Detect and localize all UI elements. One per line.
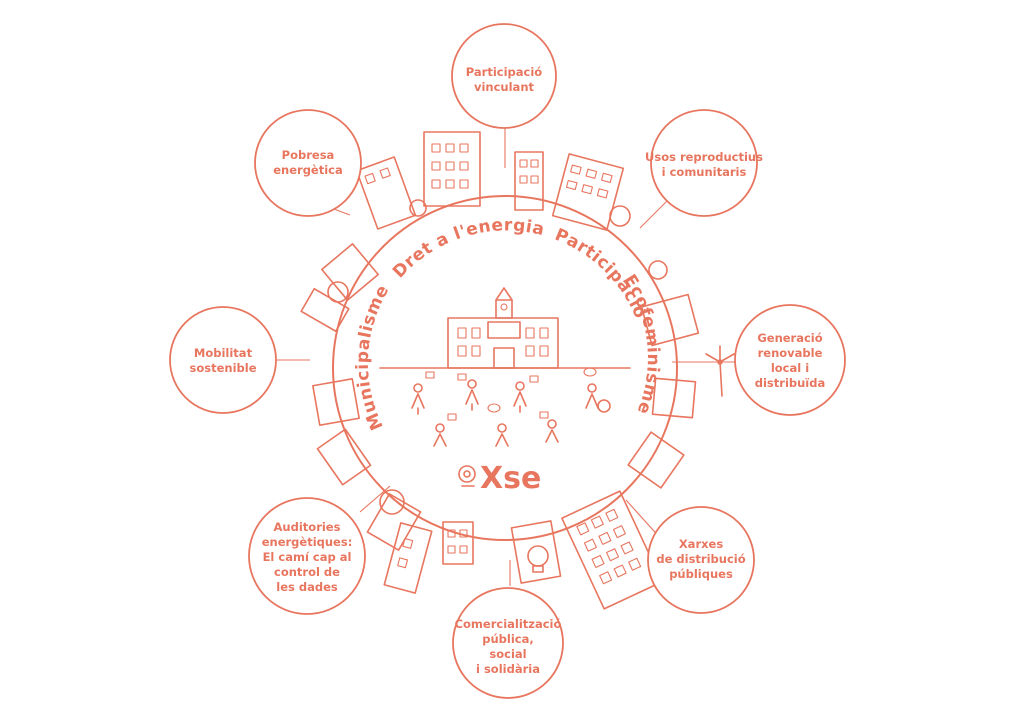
wind-turbine-icon	[705, 345, 735, 397]
bubble-comercialitzacio-line3: social	[489, 647, 526, 661]
bubble-xarxes: Xarxes de distribució públiques	[647, 506, 755, 614]
bubble-usos-reproductius: Usos reproductius i comunitaris	[645, 109, 763, 217]
bubble-auditories-line4: control de	[274, 565, 340, 579]
bubble-auditories-line5: les dades	[276, 580, 338, 594]
building-left-3	[312, 378, 360, 426]
bubble-participacio-vinculant-line2: vinculant	[474, 80, 535, 94]
ring-label-dret: Dret a l'energia	[389, 215, 546, 282]
bubble-auditories: Auditories energètiques: El camí cap al …	[248, 497, 366, 615]
building-right-2	[651, 377, 697, 419]
building-top-2	[423, 131, 481, 207]
bubble-xarxes-line1: Xarxes	[679, 537, 724, 551]
building-top-3	[514, 151, 544, 211]
bubble-generacio-line1: Generació	[757, 331, 822, 345]
central-circle	[332, 195, 678, 541]
building-left-4	[316, 428, 372, 486]
town-hall-icon	[379, 287, 631, 369]
bubble-comercialitzacio-line4: i solidària	[476, 662, 540, 676]
building-left-1	[321, 243, 379, 301]
bubble-generacio: Generació renovable local i distribuïda	[734, 304, 846, 416]
building-bottom-4	[510, 520, 562, 584]
bubble-pobresa-line1: Pobresa	[282, 148, 335, 162]
city-buildings	[300, 131, 700, 610]
bubble-usos-line2: i comunitaris	[662, 165, 747, 179]
bubble-xarxes-line2: de distribució	[656, 552, 745, 566]
bubble-xarxes-line3: públiques	[669, 567, 733, 581]
bubble-participacio-vinculant: Participació vinculant	[451, 23, 557, 129]
building-top-1	[355, 156, 417, 230]
bubble-mobilitat-line2: sostenible	[190, 361, 257, 375]
building-right-3	[627, 431, 685, 489]
bubble-generacio-line2: renovable	[758, 346, 823, 360]
bubble-comercialitzacio-line2: pública,	[482, 632, 533, 646]
bubble-auditories-line2: energètiques:	[262, 535, 353, 549]
bubble-pobresa-line2: energètica	[273, 163, 343, 177]
ring-label-municipalisme: Municipalisme	[353, 282, 394, 434]
bubble-usos-line1: Usos reproductius	[645, 150, 763, 164]
bubble-mobilitat: Mobilitat sostenible	[169, 306, 277, 414]
bubble-comercialitzacio-line1: Comercialització	[455, 617, 562, 631]
building-top-4	[551, 153, 625, 231]
xse-logo: Xse	[458, 461, 541, 496]
bubble-generacio-line3: local i	[771, 361, 809, 375]
building-bottom-5	[561, 490, 663, 610]
bubble-auditories-line1: Auditories	[274, 520, 341, 534]
bubble-participacio-vinculant-line1: Participació	[466, 65, 543, 79]
building-left-2	[300, 287, 350, 333]
logo-text: Xse	[480, 461, 541, 496]
bubble-pobresa: Pobresa energètica	[254, 109, 362, 217]
bubble-comercialitzacio: Comercialització pública, social i solid…	[452, 587, 564, 699]
people-group-icon	[411, 367, 611, 447]
bubble-auditories-line3: El camí cap al	[263, 550, 352, 564]
lightbulb-icon	[527, 545, 549, 573]
trees	[327, 199, 668, 515]
building-bottom-3	[442, 521, 474, 565]
bubble-generacio-line4: distribuïda	[755, 376, 825, 390]
bubble-mobilitat-line1: Mobilitat	[194, 346, 253, 360]
building-bottom-2	[383, 522, 433, 594]
xse-logo-icon	[458, 465, 476, 483]
building-bottom-1	[366, 493, 422, 551]
